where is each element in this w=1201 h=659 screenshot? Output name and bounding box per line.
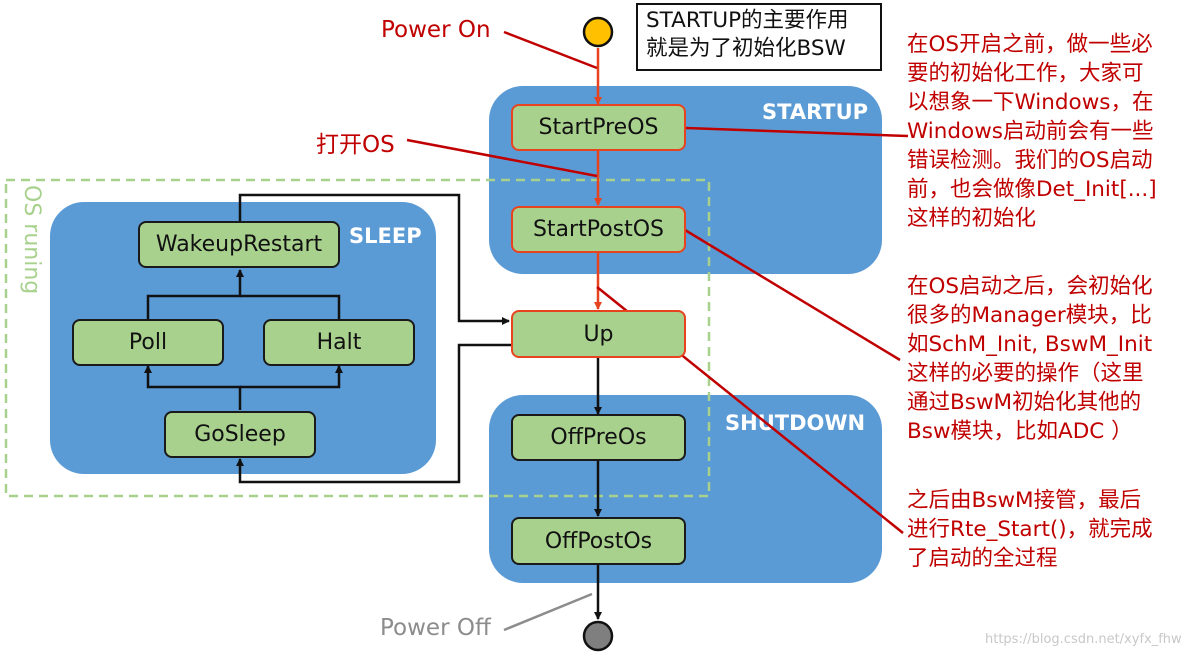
callout-pre-os xyxy=(685,126,909,138)
state-start-pre-os: StartPreOS xyxy=(511,104,686,151)
startup-note-line2: 就是为了初始化BSW xyxy=(646,36,846,61)
edge-wakeup-up xyxy=(238,193,510,325)
callout-open-os xyxy=(406,138,598,178)
annotation-post-os: 在OS启动之后，会初始化 很多的Manager模块，比 如SchM_Init, … xyxy=(907,272,1153,446)
annotation-line: 很多的Manager模块，比 xyxy=(907,303,1152,328)
annotation-line: 之后由BswM接管，最后 xyxy=(907,488,1142,513)
power-on-dot xyxy=(582,16,614,48)
state-halt: Halt xyxy=(263,319,415,366)
state-start-post-os: StartPostOS xyxy=(511,206,686,253)
startup-label: STARTUP xyxy=(762,100,869,124)
annotation-line: 在OS开启之前，做一些必 xyxy=(907,32,1153,57)
state-go-sleep: GoSleep xyxy=(164,411,316,458)
annotation-bswm: 之后由BswM接管，最后 进行Rte_Start()，就完成 了启动的全过程 xyxy=(907,486,1153,573)
annotation-line: 以想象一下Windows，在 xyxy=(907,90,1154,115)
shutdown-label: SHUTDOWN xyxy=(725,411,866,435)
state-off-post-os: OffPostOs xyxy=(511,517,686,565)
power-off-label: Power Off xyxy=(380,615,491,641)
annotation-line: 如SchM_Init, BswM_Init xyxy=(907,332,1153,357)
annotation-line: 了启动的全过程 xyxy=(907,546,1058,571)
state-poll: Poll xyxy=(72,319,224,366)
callout-post-os xyxy=(684,228,901,362)
edge-poll-merge xyxy=(146,269,244,320)
state-wakeup-restart: WakeupRestart xyxy=(138,221,340,268)
annotation-line: Windows启动前会有一些 xyxy=(907,119,1154,144)
annotation-line: 前，也会做像Det_Init[...] xyxy=(907,177,1157,202)
annotation-pre-os: 在OS开启之前，做一些必 要的初始化工作，大家可 以想象一下Windows，在 … xyxy=(907,30,1157,233)
power-off-dot xyxy=(582,620,614,652)
os-running-label: OS runing xyxy=(19,185,44,295)
state-off-pre-os: OffPreOs xyxy=(511,414,686,461)
edge-gosleep-split xyxy=(144,365,242,410)
annotation-line: 错误检测。我们的OS启动 xyxy=(907,148,1153,173)
annotation-line: Bsw模块，比如ADC ） xyxy=(907,419,1133,444)
annotation-line: 要的初始化工作，大家可 xyxy=(907,61,1144,86)
watermark: https://blog.csdn.net/xyfx_fhw xyxy=(985,632,1182,647)
callout-power-on xyxy=(503,30,598,70)
edge-up-gosleep xyxy=(236,343,512,484)
sleep-label: SLEEP xyxy=(349,224,422,248)
edge-gosleep-halt xyxy=(240,365,343,389)
edge-halt-merge xyxy=(240,294,341,320)
os-running-region xyxy=(4,178,711,498)
power-on-label: Power On xyxy=(381,17,491,43)
state-up: Up xyxy=(511,310,686,358)
annotation-line: 进行Rte_Start()，就完成 xyxy=(907,517,1153,542)
annotation-line: 这样的必要的操作（这里 xyxy=(907,361,1144,386)
annotation-line: 这样的初始化 xyxy=(907,206,1037,231)
startup-note: STARTUP的主要作用 就是为了初始化BSW xyxy=(636,3,882,71)
open-os-label: 打开OS xyxy=(316,132,395,158)
callout-power-off xyxy=(503,592,593,632)
startup-note-line1: STARTUP的主要作用 xyxy=(646,8,849,33)
annotation-line: 在OS启动之后，会初始化 xyxy=(907,274,1153,299)
annotation-line: 通过BswM初始化其他的 xyxy=(907,390,1142,415)
